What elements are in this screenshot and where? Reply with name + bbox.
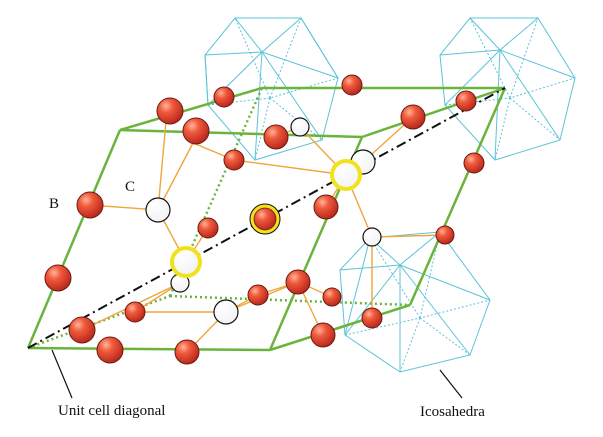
boron-atom (322, 287, 342, 307)
site-c-label: C (125, 179, 136, 195)
boron-atom (313, 194, 339, 220)
carbon-atom (362, 227, 382, 247)
chain-end-atoms (170, 159, 362, 278)
boron-atom (435, 225, 455, 245)
boron-atom (455, 90, 477, 112)
boron-atom (247, 284, 269, 306)
boron-atom (96, 336, 124, 364)
site-b-label: B (49, 196, 60, 212)
unit-cell-diagonal-label: Unit cell diagonal (58, 403, 166, 419)
boron-atom (310, 322, 336, 348)
boron-atom (68, 316, 96, 344)
boron-atom (361, 307, 383, 329)
boron-atom (182, 117, 210, 145)
boron-atoms (44, 74, 485, 365)
carbon-atom (145, 197, 171, 223)
boron-atom (156, 97, 184, 125)
chain-end-atom-upper (330, 159, 362, 191)
icosahedra-label: Icosahedra (420, 404, 485, 420)
boron-atom (76, 191, 104, 219)
central-atom (249, 203, 281, 235)
boron-atom (197, 217, 219, 239)
boron-atom (44, 264, 72, 292)
boron-atom (463, 152, 485, 174)
boron-atom (341, 74, 363, 96)
boron-atom (213, 86, 235, 108)
carbon-atom (213, 299, 239, 325)
boron-atom (285, 269, 311, 295)
icosahedra-leader-line (439, 369, 463, 399)
chain-end-atom-lower (170, 246, 202, 278)
boron-atom (223, 149, 245, 171)
boron-atom (124, 301, 146, 323)
boron-atom (174, 339, 200, 365)
diagonal-leader-line (51, 349, 73, 399)
carbon-atom (290, 117, 310, 137)
boron-atom (263, 124, 289, 150)
icosahedron-bottom-right (339, 231, 491, 373)
boron-atom (400, 104, 426, 130)
icosahedron-top-right (439, 17, 576, 161)
